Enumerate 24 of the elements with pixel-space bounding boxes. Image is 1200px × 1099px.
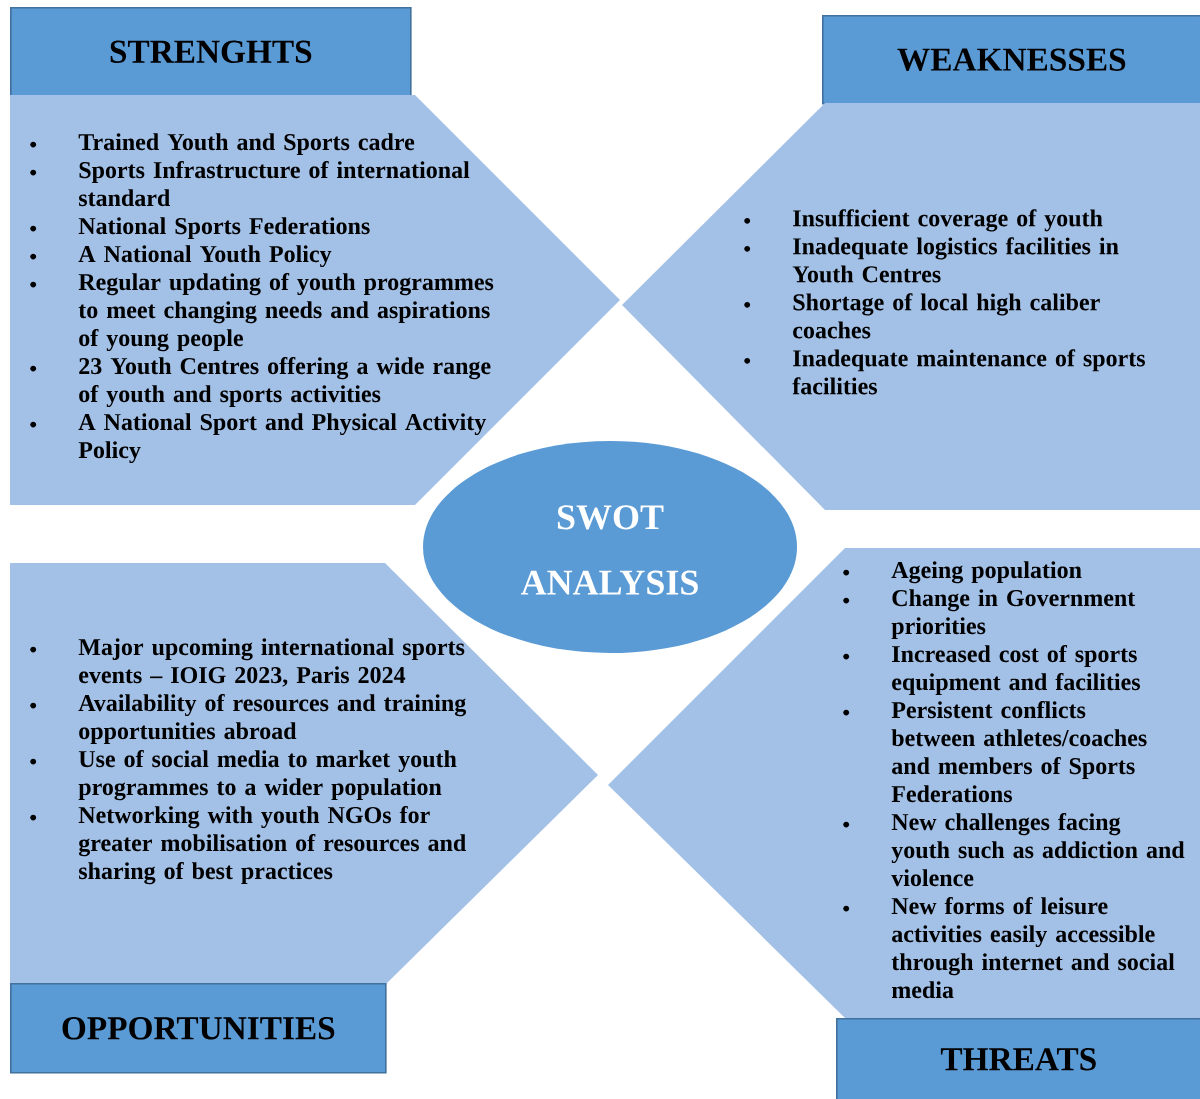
bullet-item: Use of social media to market youth programmes to a wider population xyxy=(78,750,457,801)
bullet-item: Trained Youth and Sports cadre xyxy=(78,133,415,155)
bullet-item: Sports Infrastructure of international standard xyxy=(79,161,470,207)
header-box: WEAKNESSES xyxy=(822,15,1200,105)
header-box: THREATS xyxy=(836,1018,1200,1099)
bullet-item: Ageing population xyxy=(891,561,1082,584)
bullet-item: Insufficient coverage of youth xyxy=(793,209,1103,232)
bullet-item: Inadequate logistics facilities in Youth Centres xyxy=(792,237,1119,283)
bullet-item: Persistent conflicts between athletes/coaches and members of Sports Federations xyxy=(891,701,1147,803)
bullet-item: Change in Government priorities xyxy=(891,589,1136,639)
bullet-item: New forms of leisure activities easily accessible through internet and social media xyxy=(891,897,1175,999)
bullet-item: Inadequate maintenance of sports facilities xyxy=(792,349,1145,395)
bullet-item: Networking with youth NGOs for greater mobilisation of resources and sharing of best practices xyxy=(78,806,466,885)
bullet-item: Increased cost of sports equipment and facilities xyxy=(892,645,1141,695)
bullet-item: Availability of resources and training opportunities abroad xyxy=(78,694,467,744)
bullet-item: Shortage of local high caliber coaches xyxy=(793,293,1100,339)
header-box: STRENGHTS xyxy=(10,7,412,97)
header-box: OPPORTUNITIES xyxy=(10,983,387,1074)
bullet-item: New challenges facing youth such as addiction and violence xyxy=(891,813,1185,887)
bullet-item: Regular updating of youth programmes to meet changing needs and aspirations of young people xyxy=(78,273,494,352)
bullet-item: National Sports Federations xyxy=(78,217,370,239)
bullet-item: 23 Youth Centres offering a wide range of youth and sports activities xyxy=(79,357,491,408)
panel xyxy=(10,95,620,505)
bullet-item: A National Youth Policy xyxy=(78,245,332,268)
